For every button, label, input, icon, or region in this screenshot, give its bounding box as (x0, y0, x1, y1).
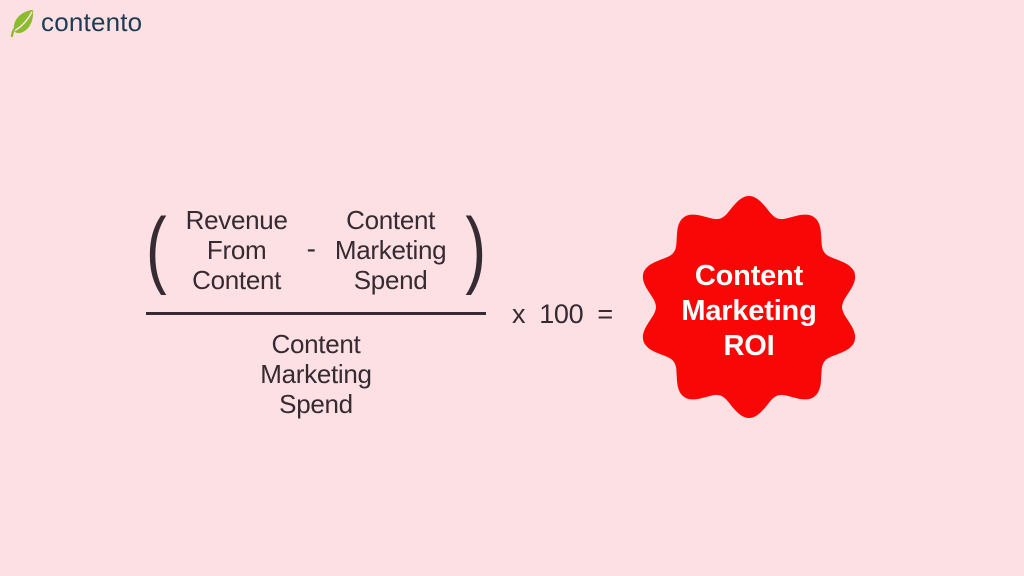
formula-line: From (206, 235, 267, 265)
logo-text: contento (41, 7, 143, 37)
equals-sign: = (597, 299, 613, 329)
formula-line: Content (192, 265, 282, 295)
open-paren: ( (146, 201, 167, 297)
roi-result-badge: Content Marketing ROI (629, 187, 869, 427)
formula-line: Spend (353, 265, 428, 295)
contento-logo: contento (10, 7, 142, 38)
formula-line: Marketing (334, 235, 447, 265)
revenue-operand: Revenue From Content (186, 205, 288, 295)
starburst-shape-icon (642, 196, 856, 418)
formula-denominator: Content Marketing Spend (146, 329, 486, 419)
times-symbol: x (512, 299, 526, 329)
formula-line: Marketing (260, 359, 372, 389)
multiplier-value: 100 (539, 299, 584, 329)
badge-line: ROI (723, 329, 775, 362)
roi-formula: ( Revenue From Content - Content Marketi… (146, 197, 486, 419)
close-paren: ) (465, 201, 486, 297)
fraction-bar (146, 312, 486, 315)
leaf-icon (10, 8, 37, 38)
badge-label: Content Marketing ROI (629, 187, 869, 427)
minus-operator: - (306, 233, 316, 264)
badge-line: Content (694, 259, 804, 292)
formula-line: Content (271, 329, 361, 359)
badge-line: Marketing (681, 294, 817, 327)
formula-line: Content (346, 205, 436, 235)
formula-line: Spend (279, 389, 353, 419)
formula-line: Revenue (185, 205, 288, 235)
formula-numerator: ( Revenue From Content - Content Marketi… (146, 197, 486, 303)
spend-operand: Content Marketing Spend (334, 205, 447, 295)
multiplier-expression: x 100 = (512, 297, 613, 331)
